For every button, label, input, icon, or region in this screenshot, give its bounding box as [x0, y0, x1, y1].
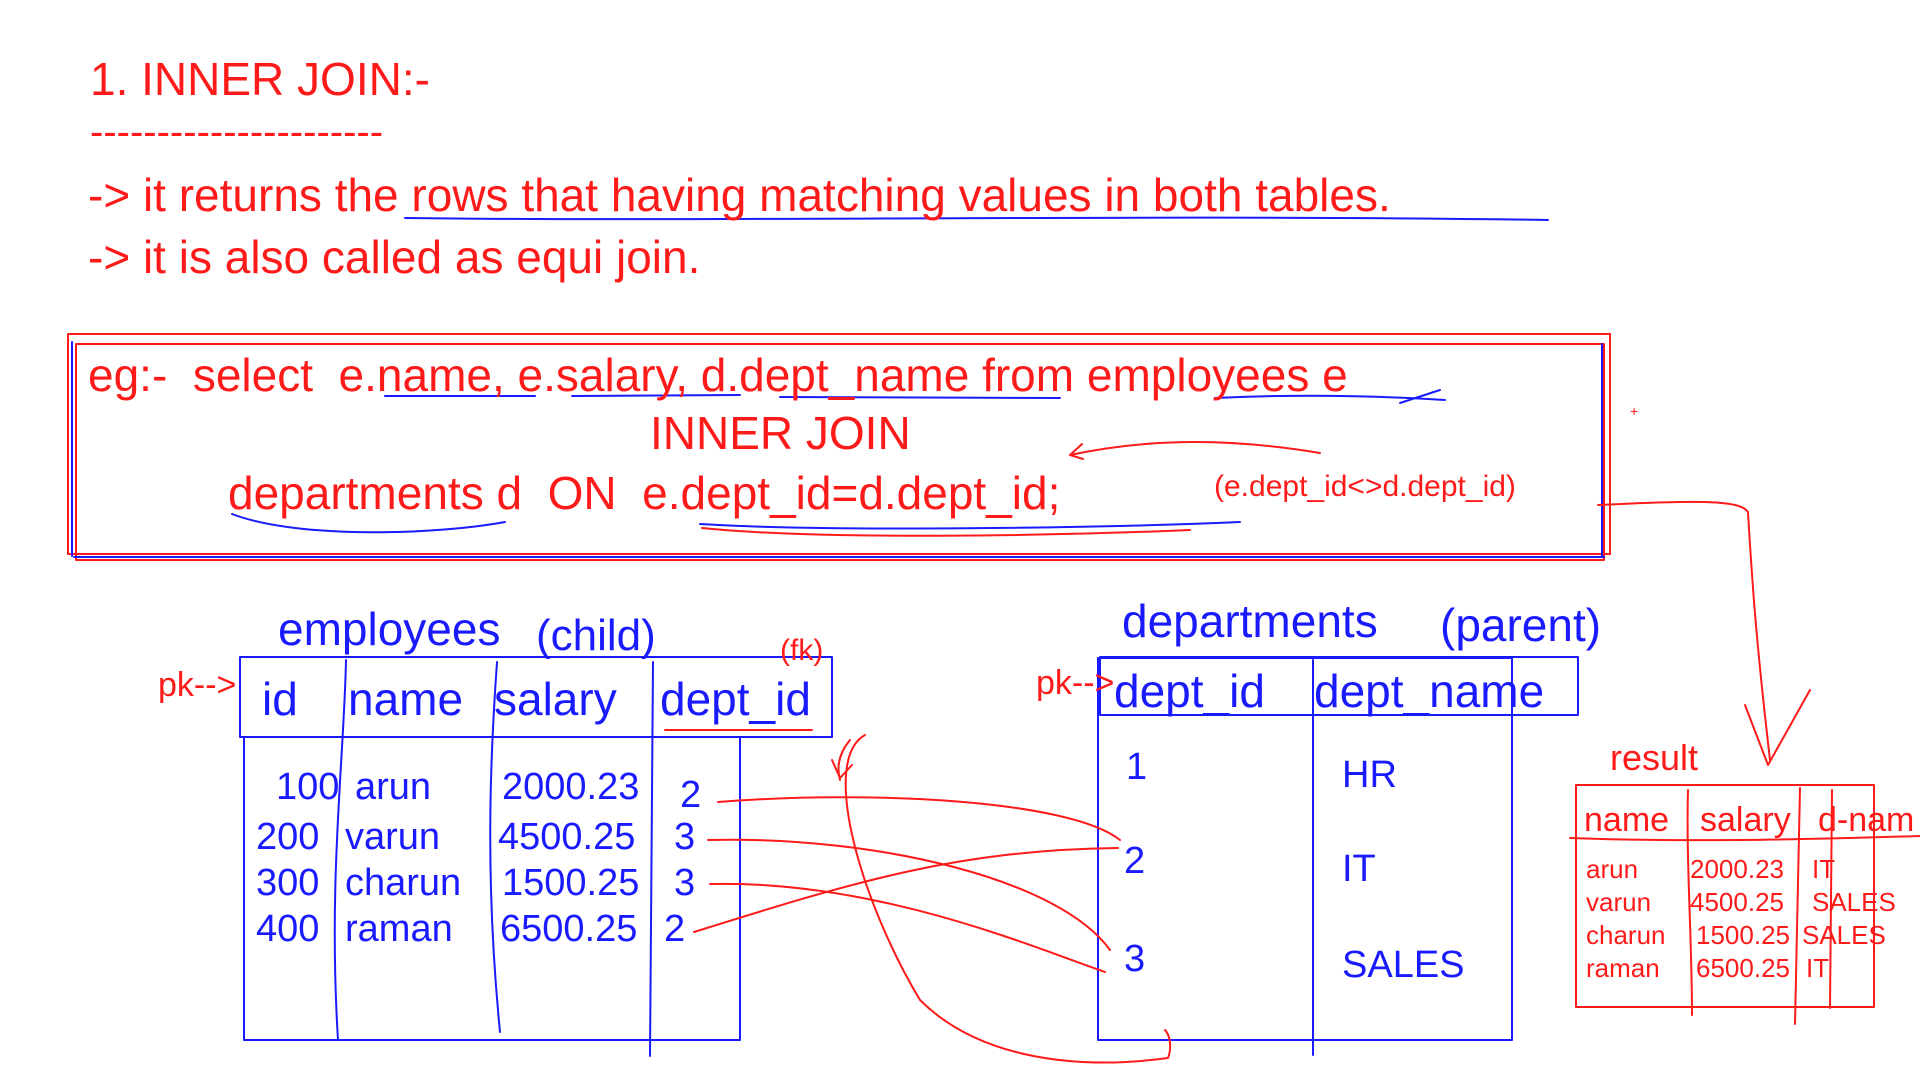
result-cell-salary: 2000.23 [1690, 854, 1784, 884]
departments-cell-dept-id: 2 [1124, 840, 1146, 882]
departments-cell-dept-name: SALES [1342, 944, 1465, 986]
underline-departments-d [231, 513, 506, 534]
departments-cell-dept-id: 1 [1126, 746, 1148, 788]
employees-cell-id: 200 [256, 816, 320, 858]
underline-join-condition [699, 521, 1241, 530]
result-cell-dept-name: SALES [1802, 920, 1886, 950]
underline-d-dept-name [779, 396, 1061, 399]
result-cell-dept-name: IT [1812, 854, 1836, 884]
departments-title: departments [1122, 595, 1378, 647]
departments-col-dept-name: dept_name [1314, 665, 1545, 717]
plus-mark: + [1630, 403, 1639, 419]
fk-label: (fk) [780, 634, 824, 667]
employees-cell-id: 400 [256, 908, 320, 950]
result-cell-name: varun [1586, 887, 1652, 917]
result-cell-name: arun [1586, 854, 1639, 884]
query-line-3: departments d ON e.dept_id=d.dept_id; [228, 467, 1061, 519]
underline-e-salary [571, 394, 741, 397]
employees-cell-salary: 4500.25 [498, 816, 636, 858]
match-arrow-raman [693, 847, 1119, 933]
lesson-title: 1. INNER JOIN:- [90, 53, 430, 105]
result-cell-salary: 4500.25 [1690, 887, 1784, 917]
employees-cell-name: raman [345, 908, 453, 950]
employees-cell-dept-id: 3 [674, 816, 696, 858]
result-box [1575, 784, 1875, 1008]
employees-cell-name: charun [345, 862, 462, 904]
departments-role: (parent) [1440, 599, 1602, 651]
employees-cell-dept-id: 2 [664, 908, 686, 950]
query-line-1: eg:- select e.name, e.salary, d.dept_nam… [88, 349, 1348, 401]
point-1: -> it returns the rows that having match… [88, 169, 1391, 221]
employees-cell-name: arun [355, 766, 432, 808]
example-box-outer [67, 333, 1611, 555]
employees-col-salary: salary [494, 673, 617, 725]
employees-title: employees [278, 603, 501, 655]
result-cell-salary: 1500.25 [1696, 920, 1790, 950]
result-col-name: name [1584, 801, 1670, 839]
employees-header-box [239, 656, 833, 738]
departments-col-dept-id: dept_id [1114, 665, 1265, 717]
note-to-result-arrow [1597, 500, 1811, 766]
underline-employees [1214, 389, 1446, 404]
employees-cell-id: 100 [276, 766, 340, 808]
match-arrow-arun [717, 796, 1121, 841]
employees-cell-dept-id: 3 [674, 862, 696, 904]
result-col-dept-name: d-nam [1818, 801, 1915, 839]
departments-pk-marker: pk--> [1036, 664, 1115, 702]
result-col-salary: salary [1700, 801, 1791, 839]
result-cell-name: charun [1586, 920, 1666, 950]
result-cell-name: raman [1586, 953, 1660, 983]
departments-cell-dept-name: HR [1342, 754, 1397, 796]
employees-cell-name: varun [345, 816, 441, 858]
departments-cell-dept-name: IT [1342, 848, 1376, 890]
underline-matching-rows [404, 216, 1549, 221]
point-2: -> it is also called as equi join. [88, 231, 701, 283]
match-arrow-varun [707, 838, 1111, 951]
result-cell-salary: 6500.25 [1696, 953, 1790, 983]
example-box-inner [75, 343, 1605, 561]
result-cell-dept-name: SALES [1812, 887, 1896, 917]
departments-cell-dept-id: 3 [1124, 938, 1146, 980]
employees-body-box [243, 736, 741, 1041]
employees-cell-salary: 6500.25 [500, 908, 638, 950]
employees-cell-salary: 2000.23 [502, 766, 640, 808]
query-note: (e.dept_id<>d.dept_id) [1214, 470, 1516, 503]
employees-cell-salary: 1500.25 [502, 862, 640, 904]
query-line-2: INNER JOIN [650, 407, 911, 459]
result-title: result [1610, 737, 1699, 778]
fk-pk-arrow [831, 734, 1172, 1064]
result-cell-dept-name: IT [1806, 953, 1830, 983]
inner-join-arrow [1069, 441, 1321, 460]
title-rule: ---------------------- [90, 110, 384, 154]
employees-col-dept-id: dept_id [660, 673, 811, 725]
match-arrow-charun [709, 882, 1106, 973]
employees-cell-dept-id: 2 [680, 774, 702, 816]
employees-col-name: name [348, 673, 464, 725]
employees-role: (child) [536, 611, 656, 660]
employees-pk-marker: pk--> [158, 666, 237, 704]
employees-col-id: id [262, 673, 298, 725]
employees-cell-id: 300 [256, 862, 320, 904]
